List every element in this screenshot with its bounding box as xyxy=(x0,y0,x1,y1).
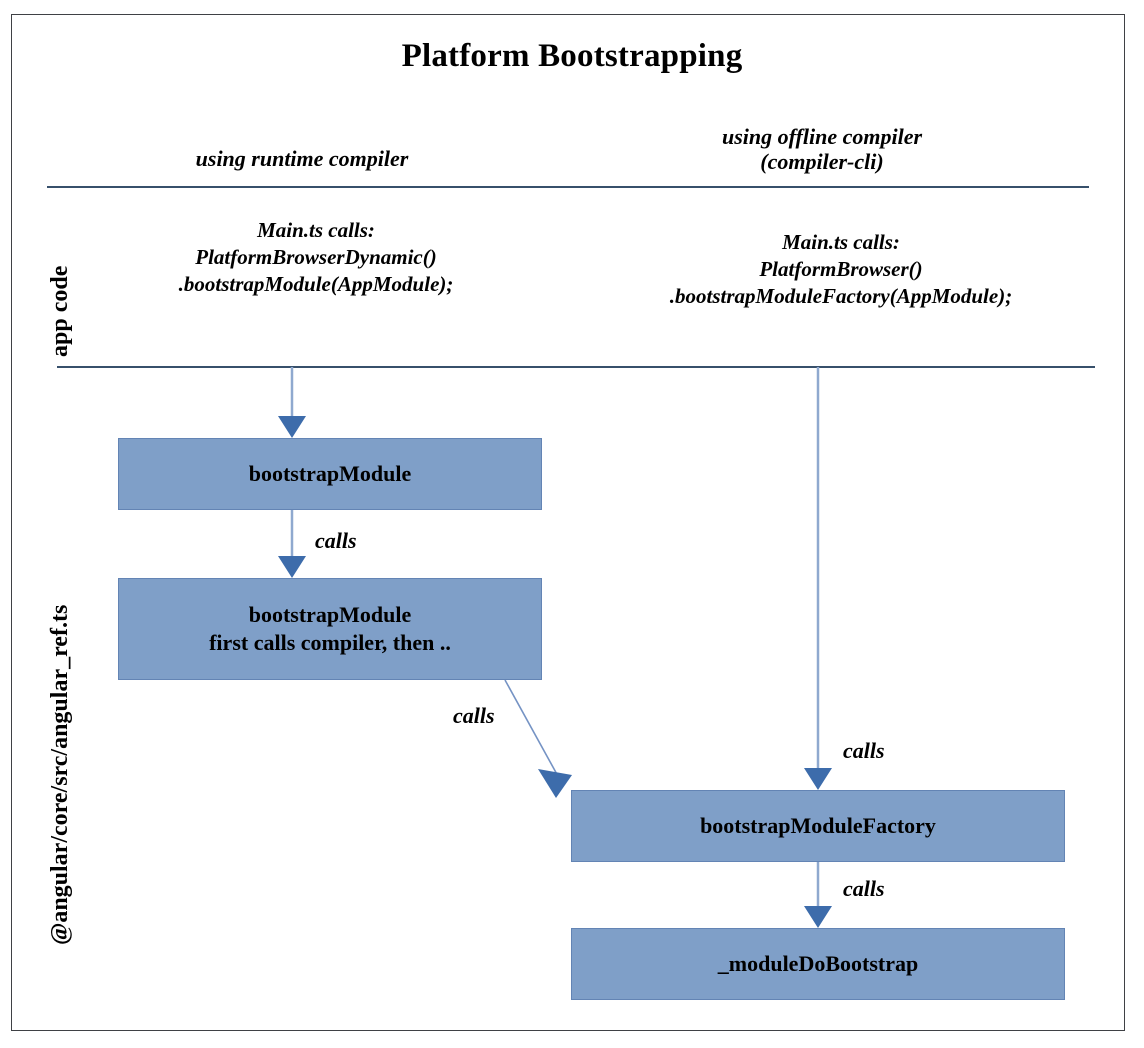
row-label-angular-core: @angular/core/src/angular_ref.ts xyxy=(47,604,73,945)
edge-label-calls-1: calls xyxy=(315,528,357,553)
process-box-label: _moduleDoBootstrap xyxy=(717,951,919,977)
process-box-label: bootstrapModule xyxy=(248,461,412,487)
process-box-bootstrapmodule[interactable]: bootstrapModule xyxy=(118,438,542,510)
edge-label-calls-2: calls xyxy=(453,703,495,728)
process-box-bootstrapmodule-compiler[interactable]: bootstrapModule first calls compiler, th… xyxy=(118,578,542,680)
code-line-1: Main.ts calls: xyxy=(257,218,375,242)
column-header-offline-compiler-line1: using offline compiler xyxy=(721,124,923,149)
edge-label-calls-4: calls xyxy=(843,876,885,901)
process-box-moduledobootstrap[interactable]: _moduleDoBootstrap xyxy=(571,928,1065,1000)
code-line-2: PlatformBrowser() xyxy=(759,256,923,281)
code-block-right-main-ts: Main.ts calls: PlatformBrowser() .bootst… xyxy=(606,229,1076,310)
page-title: Platform Bootstrapping xyxy=(401,38,743,74)
divider-header xyxy=(47,186,1089,188)
column-header-offline-compiler: using offline compiler (compiler-cli) xyxy=(592,124,1052,175)
code-line-1: Main.ts calls: xyxy=(782,230,900,254)
column-header-offline-compiler-line2: (compiler-cli) xyxy=(760,149,884,175)
column-header-runtime-compiler: using runtime compiler xyxy=(195,146,409,171)
code-block-left-main-ts: Main.ts calls: PlatformBrowserDynamic() … xyxy=(106,217,526,298)
divider-appcode xyxy=(57,366,1095,368)
code-line-3: .bootstrapModuleFactory(AppModule); xyxy=(669,283,1013,308)
code-line-2: PlatformBrowserDynamic() xyxy=(195,244,437,269)
process-box-label-line1: bootstrapModule xyxy=(248,602,412,628)
process-box-label: bootstrapModuleFactory xyxy=(700,813,936,839)
process-box-label-line2: first calls compiler, then .. xyxy=(209,630,451,655)
edge-label-calls-3: calls xyxy=(843,738,885,763)
code-line-3: .bootstrapModule(AppModule); xyxy=(178,271,454,296)
row-label-app-code: app code xyxy=(47,265,73,357)
process-box-bootstrapmodulefactory[interactable]: bootstrapModuleFactory xyxy=(571,790,1065,862)
